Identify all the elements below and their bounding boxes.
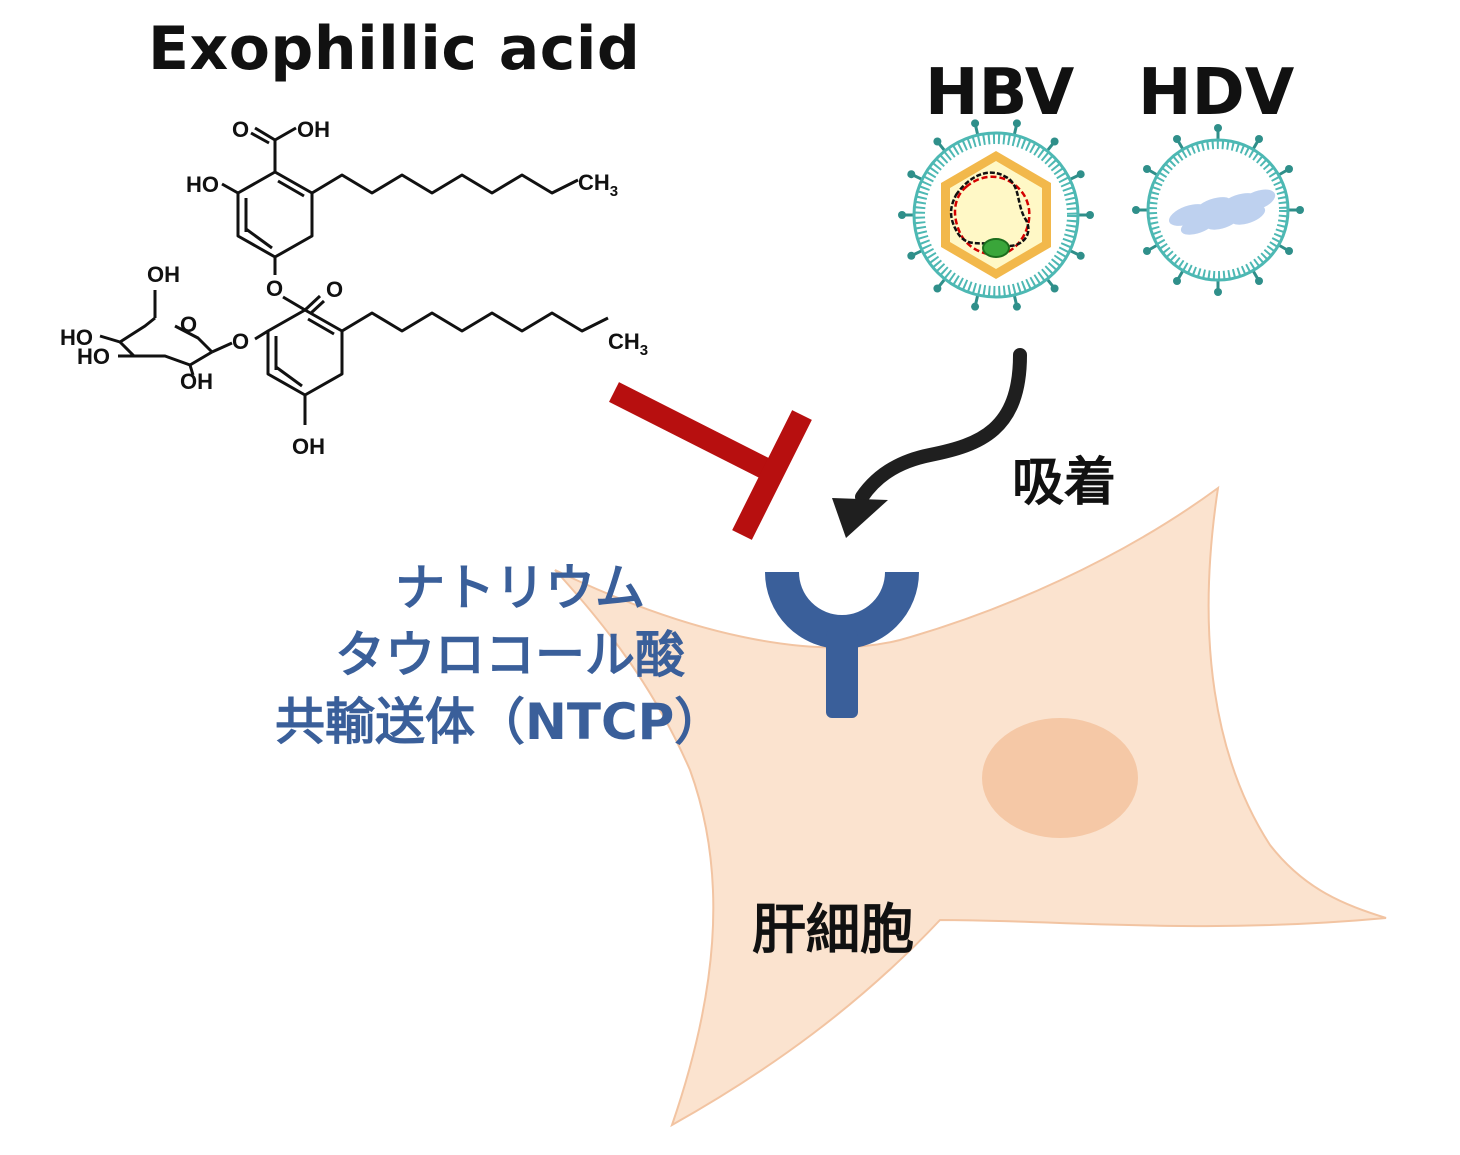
inhibition-marker [609,382,812,540]
hbv-virus-icon [898,119,1094,311]
atom-ho: HO [186,172,219,197]
atom-o: O [232,329,249,354]
atom-oh: OH [297,117,330,142]
atom-ho: HO [60,325,93,350]
adsorption-label: 吸着 [1012,453,1117,513]
adsorption-arrow [832,348,1027,538]
receptor-label-line-1: ナトリウム [395,559,645,617]
receptor-label-line-3: 共輸送体（NTCP） [275,693,725,751]
hdv-label: HDV [1138,56,1295,130]
atom-oh: OH [147,262,180,287]
atom-o: O [232,117,249,142]
hepatocyte-cell [554,485,1387,1128]
atom-ho: HO [77,344,110,369]
compound-title: Exophillic acid [148,14,641,84]
hbv-label: HBV [925,56,1075,130]
hepatocyte-label: 肝細胞 [752,898,914,961]
atom-oh: OH [292,434,325,459]
ntcp-receptor [765,571,919,718]
atom-ch3-text: CH3 [608,329,648,359]
molecule-atom-labels: O OH HO CH3 O O OH O O HO HO OH CH3 OH [60,117,648,459]
atom-oh: OH [180,369,213,394]
atom-ch3-text: CH3 [578,170,618,200]
atom-o: O [326,277,343,302]
atom-o: O [266,276,283,301]
atom-o: O [180,312,197,337]
nucleus [982,718,1138,838]
exophillic-acid-structure [99,126,609,425]
receptor-label-line-2: タウロコール酸 [335,626,685,684]
hdv-virus-icon [1132,124,1304,296]
